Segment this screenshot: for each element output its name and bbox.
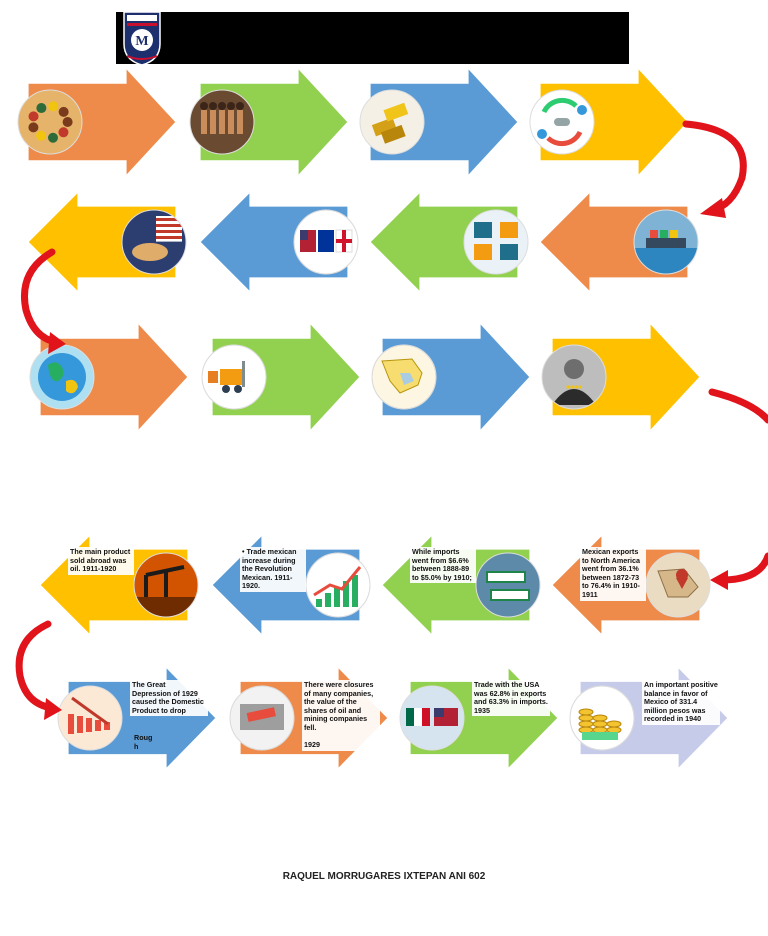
mexico-pin-map-image — [645, 552, 711, 618]
school-logo: M — [123, 11, 161, 66]
timeline-arrow-r1-2 — [189, 66, 349, 178]
timeline-arrow-r2-4 — [539, 190, 699, 294]
coin-stacks-image — [569, 685, 635, 751]
connector-arrow-2 — [21, 248, 66, 354]
header-bar — [116, 12, 629, 64]
us-mexico-flags-image — [399, 685, 465, 751]
forklift-image — [201, 344, 267, 410]
exchange-cycle-image — [529, 89, 595, 155]
timeline-arrow-r3-3 — [371, 321, 531, 433]
connector-arrow-1 — [682, 120, 747, 218]
general-portrait-image — [541, 344, 607, 410]
connector-arrow-4 — [710, 552, 768, 590]
timeline-arrow-r1-3 — [359, 66, 519, 178]
timeline-arrow-r1-4 — [529, 66, 689, 178]
closed-shop-image — [229, 685, 295, 751]
timeline-note-r5-3: Trade with the USA was 62.8% in exports … — [472, 680, 550, 717]
timeline-note-r4-3: While imports went from $6.6% between 18… — [410, 547, 476, 584]
timeline-note-r5-1: The Great Depression of 1929 caused the … — [130, 680, 208, 717]
author-footer: RAQUEL MORRUGARES IXTEPAN ANI 602 — [282, 871, 486, 882]
connector-arrow-3 — [708, 388, 768, 424]
timeline-note-r4-4: Mexican exports to North America went fr… — [580, 547, 646, 601]
export-import-signs-image — [475, 552, 541, 618]
timeline-arrow-r2-3 — [369, 190, 529, 294]
timeline-arrow-r3-1 — [29, 321, 189, 433]
timeline-arrow-r3-4 — [541, 321, 701, 433]
crowd-scene-image — [17, 89, 83, 155]
logo-letter: M — [135, 34, 148, 49]
oil-pump-image — [133, 552, 199, 618]
timeline-note-r4-1: The main product sold abroad was oil. 19… — [68, 547, 134, 575]
gold-bars-image — [359, 89, 425, 155]
timeline-note-r4-2: • Trade mexican increase during the Revo… — [240, 547, 306, 592]
timeline-arrow-r3-2 — [201, 321, 361, 433]
timeline-arrow-r2-2 — [199, 190, 359, 294]
globe-image — [29, 344, 95, 410]
timeline-arrow-r2-1 — [27, 190, 187, 294]
partial-label: Roug h — [134, 733, 153, 751]
handshake-flags-image — [121, 209, 187, 275]
logistics-icons-image — [463, 209, 529, 275]
timeline-note-r5-2: There were closures of many companies, t… — [302, 680, 380, 751]
timeline-note-r5-4: An important positive balance in favor o… — [642, 680, 720, 725]
timeline-arrow-r1-1 — [17, 66, 177, 178]
mexico-map-image — [371, 344, 437, 410]
country-flags-image — [293, 209, 359, 275]
workers-scene-image — [189, 89, 255, 155]
connector-arrow-5 — [15, 620, 62, 720]
decline-chart-image — [57, 685, 123, 751]
growth-chart-image — [305, 552, 371, 618]
